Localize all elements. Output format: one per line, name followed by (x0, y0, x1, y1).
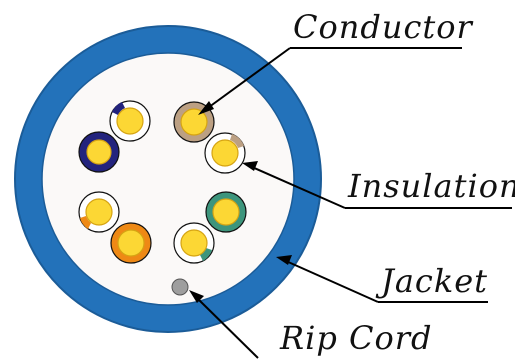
insulation-label: Insulation (347, 167, 515, 205)
insulation-arrowhead (242, 161, 258, 171)
conductor-leader-line (204, 47, 291, 111)
green-solid-wire (205, 191, 247, 233)
jacket-label: Jacket (375, 262, 488, 300)
brown-stripe (230, 134, 244, 148)
brown-pair (173, 101, 246, 174)
cable-core (41, 52, 295, 306)
rip-cord-arrowhead (189, 290, 204, 303)
rip-cord-leader-line (196, 297, 259, 359)
conductor (116, 107, 144, 135)
conductor-arrowhead (198, 101, 214, 115)
green-stripe (200, 248, 212, 261)
conductor (212, 198, 240, 226)
jacket-arrowhead (276, 255, 292, 265)
green-stripe-wire (173, 222, 215, 264)
blue-stripe (112, 102, 125, 115)
brown-stripe-wire (204, 132, 246, 174)
orange-pair (78, 191, 152, 264)
rip-cord (171, 278, 189, 296)
insulation-leader-line (251, 166, 346, 209)
jacket-leader-line (285, 260, 379, 303)
labels: Conductor Insulation Jacket Rip Cord (279, 8, 515, 357)
conductor (211, 139, 239, 167)
conductor (86, 139, 112, 165)
orange-stripe-wire (78, 191, 120, 233)
conductor (180, 229, 208, 257)
blue-pair (78, 100, 151, 173)
conductor (180, 108, 208, 136)
blue-stripe-wire (109, 100, 151, 142)
rip-cord-label: Rip Cord (279, 319, 433, 357)
blue-solid-wire (78, 131, 120, 173)
orange-solid-wire (110, 222, 152, 264)
green-pair (173, 191, 247, 264)
conductor (117, 229, 145, 257)
conductor (85, 198, 113, 226)
orange-stripe (80, 216, 91, 229)
conductor-label: Conductor (293, 8, 474, 46)
cable (14, 25, 322, 333)
leader-lines (189, 47, 512, 359)
